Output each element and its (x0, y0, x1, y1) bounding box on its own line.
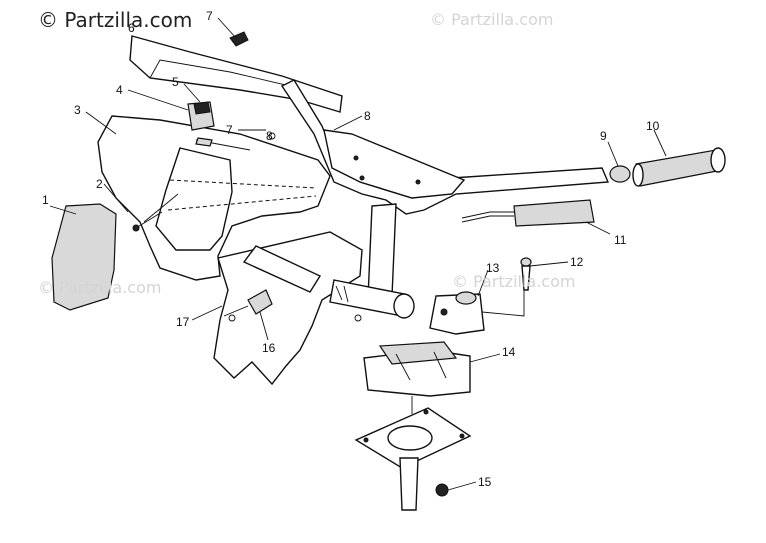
callout-14: 14 (502, 345, 516, 359)
part-4-5-switch (187, 101, 215, 131)
part-9-plug (609, 165, 631, 183)
part-2-screws (132, 193, 179, 232)
callout-13: 13 (486, 261, 500, 275)
callout-17: 17 (176, 315, 190, 329)
part-8-handlebar (280, 79, 610, 319)
callout-7-top: 7 (206, 9, 213, 23)
callout-4: 4 (116, 83, 123, 97)
part-11-grip (461, 199, 595, 227)
callout-11: 11 (614, 233, 627, 247)
part-6-cover (129, 35, 343, 113)
callout-7-mid: 7 (226, 123, 233, 137)
callout-3: 3 (74, 103, 81, 117)
callout-9: 9 (600, 129, 607, 143)
callout-8-mid: 8 (266, 129, 273, 143)
watermark-faint-top-right: © Partzilla.com (430, 10, 554, 29)
part-1-lens (51, 203, 117, 311)
part-17-panel (213, 231, 363, 386)
callout-2: 2 (96, 177, 103, 191)
callout-6: 6 (128, 21, 135, 35)
part-3-fairing (97, 115, 331, 281)
leader-lines (49, 17, 667, 491)
part-13-clamp (429, 291, 485, 335)
callout-15: 15 (478, 475, 492, 489)
steering-plate (354, 396, 472, 511)
callout-10: 10 (646, 119, 660, 133)
callout-8-right: 8 (364, 109, 371, 123)
part-7-screws (229, 31, 276, 140)
part-15-nut (435, 483, 449, 497)
callout-1: 1 (42, 193, 49, 207)
watermark-faint-left: © Partzilla.com (38, 278, 162, 297)
part-14-clamp (363, 341, 471, 397)
part-10-grip (632, 147, 726, 187)
watermark-faint-mid-right: © Partzilla.com (452, 272, 576, 291)
callout-5: 5 (172, 75, 179, 89)
watermark-main: © Partzilla.com (38, 8, 193, 32)
callout-12: 12 (570, 255, 584, 269)
callout-16: 16 (262, 341, 276, 355)
part-16-bracket (223, 289, 273, 317)
part-12-bolt (481, 257, 532, 317)
